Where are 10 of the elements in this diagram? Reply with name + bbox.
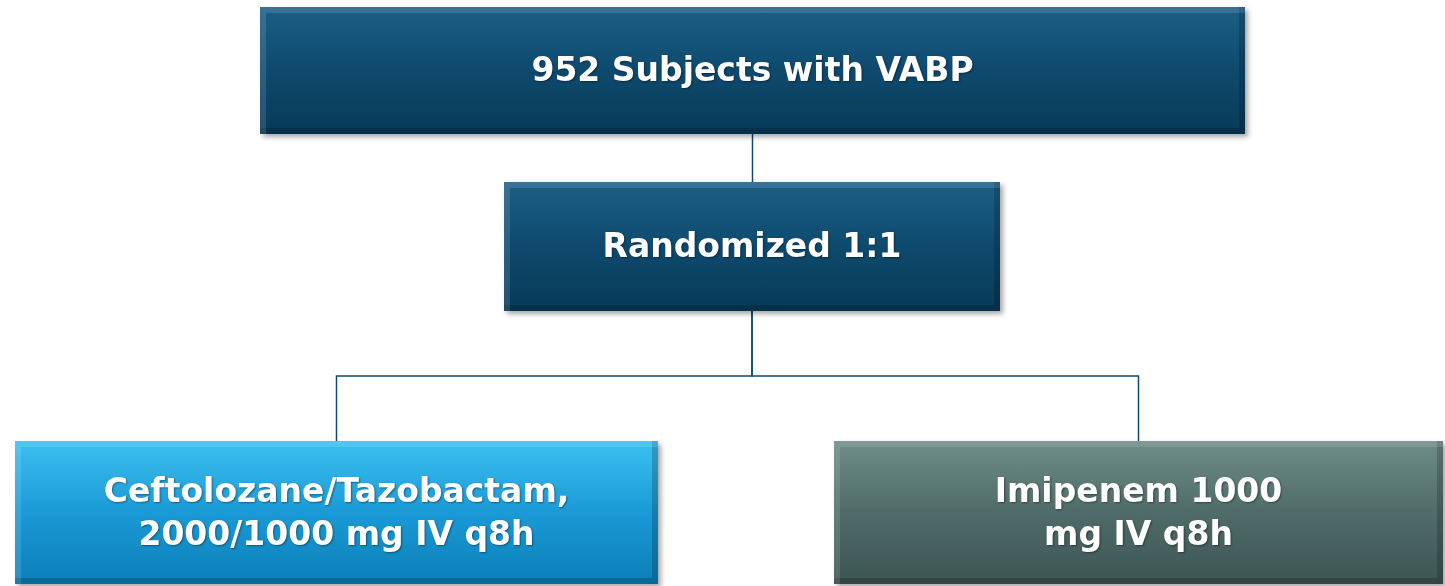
process-box (504, 182, 1000, 311)
connector-line (751, 133, 754, 183)
process-box (260, 7, 1245, 134)
box-label: Imipenem 1000 mg IV q8h (993, 469, 1284, 555)
connector-line (751, 310, 1140, 442)
box-label: Randomized 1:1 (602, 225, 902, 268)
box-label: 952 Subjects with VABP (531, 49, 974, 92)
box-label: Ceftolozane/Tazobactam, 2000/1000 mg IV q8h (102, 469, 571, 555)
process-box (15, 441, 658, 584)
process-box (834, 441, 1443, 584)
